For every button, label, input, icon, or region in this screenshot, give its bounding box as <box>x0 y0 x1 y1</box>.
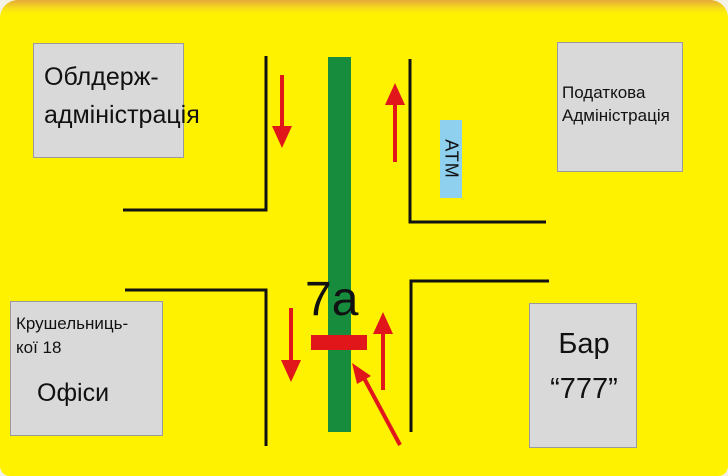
building-label: Бар “777” <box>550 328 618 405</box>
building-label: Офіси <box>37 379 110 407</box>
pointer-arrow-to-entrance <box>352 363 402 446</box>
atm-sign: АТМ <box>440 120 462 198</box>
building-tax-administration: Податкова Адміністрація <box>557 42 683 172</box>
road-edge-bottom-left <box>125 288 268 446</box>
road-edge-top-left <box>123 56 268 212</box>
building-bar: Бар “777” <box>529 303 637 448</box>
traffic-arrow-up-bottom <box>373 312 393 390</box>
traffic-arrow-up-top <box>385 83 405 162</box>
traffic-arrow-down-bottom <box>281 308 301 382</box>
atm-label: АТМ <box>441 139 462 179</box>
building-label: Податкова Адміністрація <box>562 83 670 125</box>
road-edge-bottom-right <box>409 279 549 432</box>
building-oblast-administration: Облдерж- адміністрація <box>33 43 200 158</box>
building-offices: Крушельниць- кої 18 Офіси <box>10 301 163 436</box>
green-median <box>328 57 351 432</box>
building-label: Облдерж- адміністрація <box>44 63 200 129</box>
house-number: 7а <box>305 273 359 326</box>
road-edge-top-right <box>408 59 546 224</box>
entrance-marker <box>311 335 367 350</box>
traffic-arrow-down-top <box>272 75 292 148</box>
building-address: Крушельниць- кої 18 <box>16 314 129 357</box>
